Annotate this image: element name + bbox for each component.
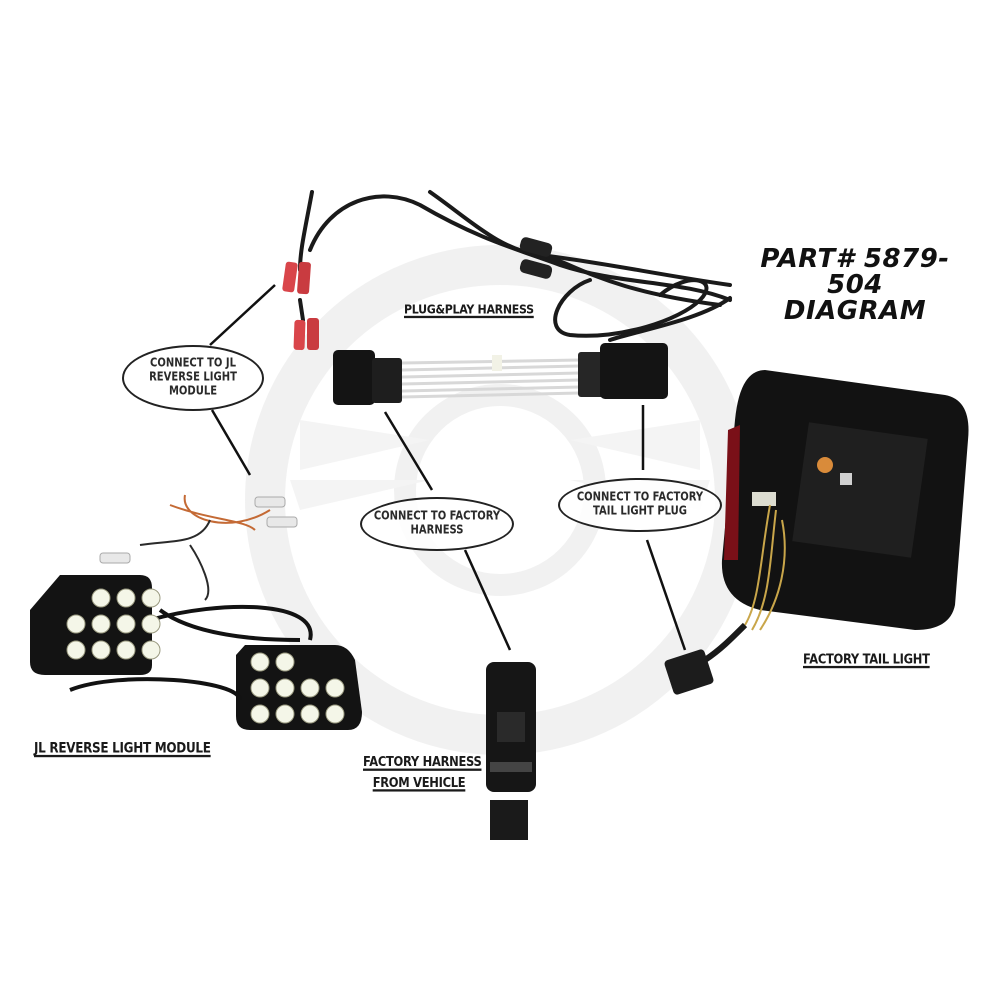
- plug-play-harness-body: [333, 343, 668, 405]
- label-factory-harness-line2: FROM VEHICLE: [372, 774, 466, 791]
- callout-line: MODULE: [168, 384, 218, 398]
- led-bulb: [91, 640, 111, 660]
- led-bulb: [250, 704, 270, 724]
- spade-terminals: [282, 261, 319, 351]
- title-diagram: DIAGRAM: [783, 296, 927, 326]
- callout-line: REVERSE LIGHT: [149, 370, 237, 384]
- led-bulb: [325, 678, 345, 698]
- led-bulb: [91, 614, 111, 634]
- callout-line: CONNECT TO FACTORY: [373, 509, 501, 523]
- callout-connect-jl-module: CONNECT TO JL REVERSE LIGHT MODULE: [122, 345, 264, 411]
- label-jl-reverse-light-module: JL REVERSE LIGHT MODULE: [34, 739, 211, 757]
- inline-connector: [519, 237, 553, 257]
- led-bulb: [66, 614, 86, 634]
- led-array: [66, 588, 345, 724]
- diagram-title: PART# 5879-504 DIAGRAM: [735, 246, 975, 324]
- factory-harness-connector: [486, 662, 536, 840]
- led-bulb: [141, 614, 161, 634]
- factory-tail-light: [664, 370, 969, 695]
- led-bulb: [300, 678, 320, 698]
- label-factory-harness-line1: FACTORY HARNESS: [363, 753, 482, 770]
- led-bulb: [275, 678, 295, 698]
- callout-line: HARNESS: [410, 523, 464, 537]
- led-bulb: [275, 704, 295, 724]
- label-factory-tail-light: FACTORY TAIL LIGHT: [803, 650, 930, 668]
- led-bulb: [325, 704, 345, 724]
- callout-line: TAIL LIGHT PLUG: [592, 504, 687, 518]
- led-bulb: [300, 704, 320, 724]
- led-bulb: [275, 652, 295, 672]
- led-bulb: [141, 588, 161, 608]
- led-bulb: [250, 652, 270, 672]
- label-factory-harness-from-vehicle: FACTORY HARNESS FROM VEHICLE: [363, 753, 482, 791]
- callout-connect-factory-harness: CONNECT TO FACTORY HARNESS: [360, 497, 514, 551]
- leader-lines: [209, 284, 687, 651]
- title-part-number: PART# 5879-504: [760, 244, 950, 300]
- callout-line: CONNECT TO JL: [150, 356, 236, 370]
- led-bulb: [116, 588, 136, 608]
- led-bulb: [116, 640, 136, 660]
- led-bulb: [116, 614, 136, 634]
- led-bulb: [141, 640, 161, 660]
- label-plug-play-harness: PLUG&PLAY HARNESS: [404, 302, 534, 317]
- callout-line: CONNECT TO FACTORY: [576, 490, 704, 504]
- jl-reverse-light-modules: [30, 494, 362, 730]
- led-bulb: [250, 678, 270, 698]
- inline-connector: [519, 259, 553, 279]
- led-bulb: [66, 640, 86, 660]
- callout-connect-tail-light-plug: CONNECT TO FACTORY TAIL LIGHT PLUG: [558, 478, 722, 532]
- led-bulb: [91, 588, 111, 608]
